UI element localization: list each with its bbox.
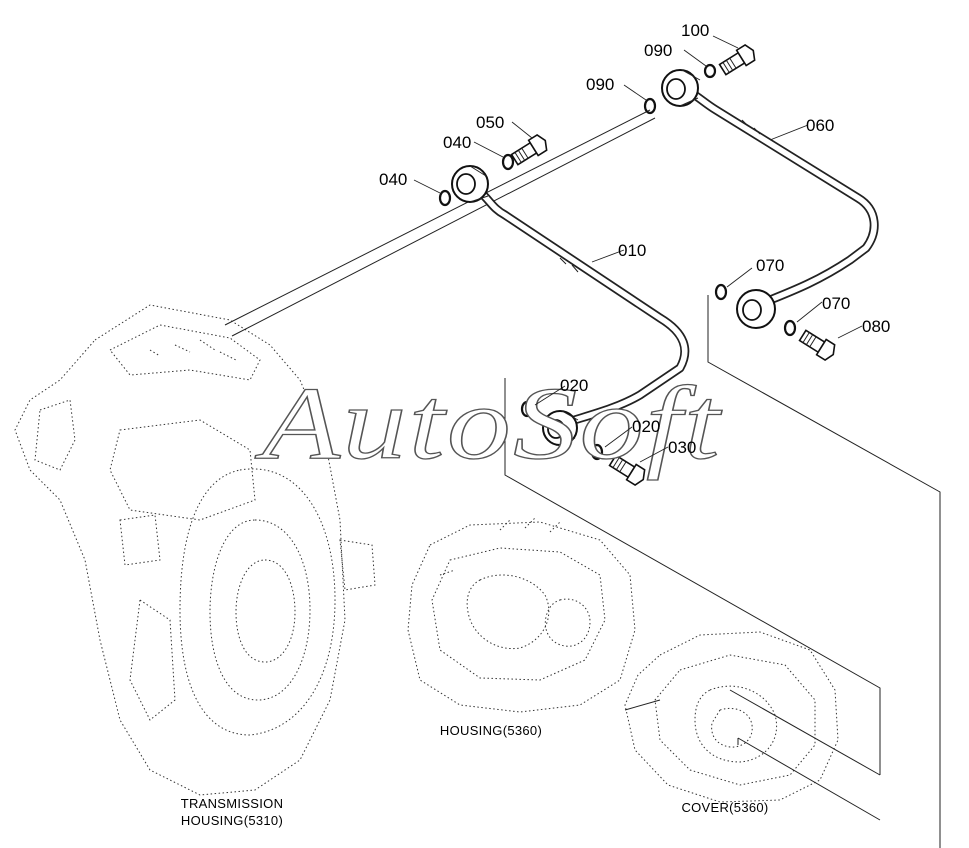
caption-transmission-line2: HOUSING(5310) (181, 813, 283, 828)
callout-010: 010 (618, 241, 646, 260)
bolt-050 (510, 133, 548, 166)
callout-090-top: 090 (644, 41, 672, 60)
callout-100: 100 (681, 21, 709, 40)
callout-070-right: 070 (822, 294, 850, 313)
banjo-fitting-060-top (661, 69, 701, 107)
pipe-060 (685, 87, 879, 305)
o-ring-040-upper (501, 153, 515, 171)
housing-5360-drawing (407, 517, 636, 713)
callout-090-mid: 090 (586, 75, 614, 94)
callout-020-upper: 020 (560, 376, 588, 395)
banjo-fitting-010-top (451, 165, 489, 203)
callout-070-left: 070 (756, 256, 784, 275)
o-ring-090-mid (643, 97, 657, 115)
o-ring-040-lower (438, 189, 452, 207)
callout-040-lower: 040 (379, 170, 407, 189)
caption-housing: HOUSING(5360) (440, 723, 542, 738)
o-rings (438, 63, 797, 461)
bolt-030 (608, 454, 646, 487)
assembly-captions: TRANSMISSION HOUSING(5310) HOUSING(5360)… (181, 723, 769, 828)
callout-020-lower: 020 (632, 417, 660, 436)
bolt-100 (718, 43, 756, 76)
banjo-fitting-010-bottom (542, 410, 579, 446)
o-ring-070-right (783, 319, 797, 337)
caption-transmission-line1: TRANSMISSION (181, 796, 284, 811)
callout-050: 050 (476, 113, 504, 132)
callout-040-upper: 040 (443, 133, 471, 152)
bolt-080 (798, 329, 836, 362)
o-ring-090-top (703, 63, 717, 79)
o-ring-020-lower (590, 443, 604, 461)
caption-cover: COVER(5360) (681, 800, 768, 815)
cover-5360-drawing (624, 631, 839, 803)
o-ring-020-upper (520, 400, 534, 418)
callout-080: 080 (862, 317, 890, 336)
pipe-010 (473, 185, 690, 427)
callout-060: 060 (806, 116, 834, 135)
banjo-fitting-060-bottom (736, 289, 776, 329)
callout-030: 030 (668, 438, 696, 457)
transmission-housing-drawing (14, 304, 376, 796)
o-ring-070-left (714, 283, 728, 301)
callout-leaders (413, 35, 863, 463)
callout-labels: 100 090 090 050 040 040 060 010 070 070 … (379, 21, 890, 457)
assembly-frame-lines (224, 109, 941, 848)
watermark-text: AutoSoft (255, 366, 722, 481)
